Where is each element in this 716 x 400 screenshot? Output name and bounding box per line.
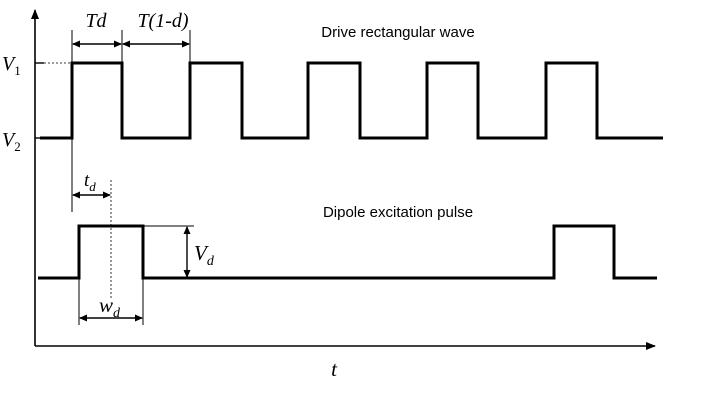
time-axis-label: t [331, 357, 338, 381]
drive-rectangular-wave [40, 61, 663, 140]
wd-label: wd [99, 293, 121, 321]
t1md-label: T(1-d) [137, 10, 188, 32]
drive-wave-title: Drive rectangular wave [321, 24, 474, 41]
td-delay-label: td [84, 170, 96, 194]
dipole-excitation-pulse [38, 224, 657, 280]
v1-label: V1 [2, 53, 21, 78]
vd-label: Vd [194, 241, 215, 269]
v2-label: V2 [2, 129, 21, 154]
td-label: Td [85, 10, 107, 32]
pulse-title: Dipole excitation pulse [323, 204, 473, 221]
